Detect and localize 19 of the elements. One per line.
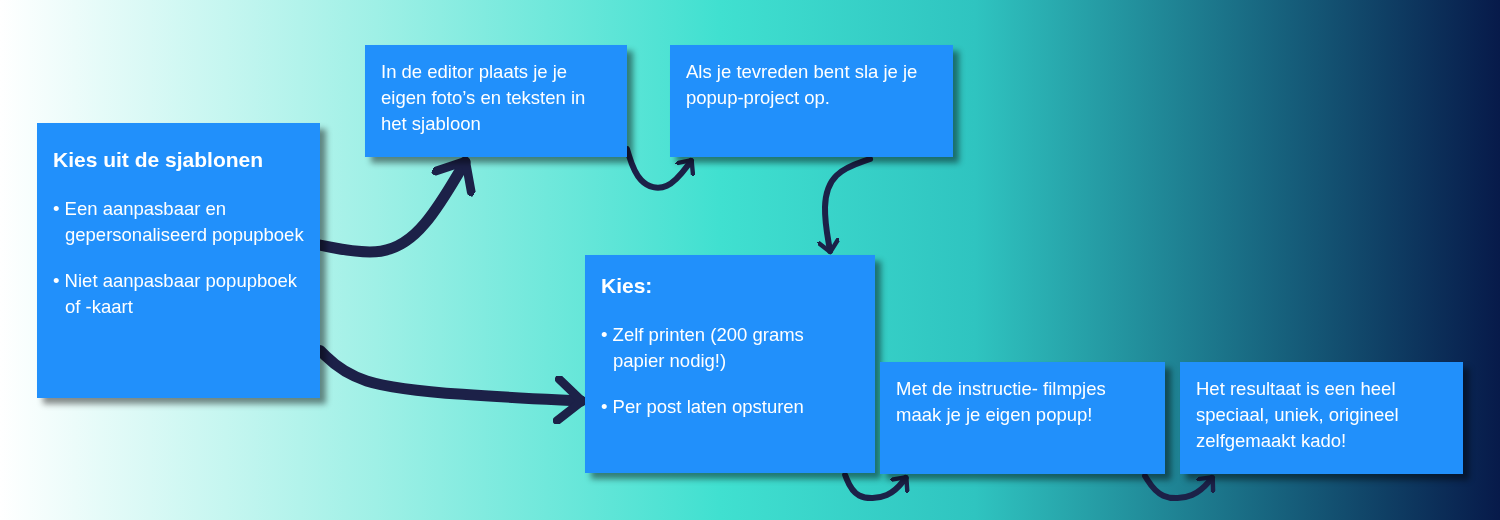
curved-arrow <box>624 146 696 191</box>
step-text: Het resultaat is een heel speciaal, uniek, origineel zelfgemaakt kado! <box>1196 377 1400 453</box>
step-box <box>365 45 627 157</box>
step-text: In de editor plaats je je eigen foto’s en teksten in het sjabloon <box>381 60 587 136</box>
curved-arrow <box>1142 473 1216 502</box>
bullet-item: • Een aanpasbaar en gepersonaliseerd popupboek <box>53 197 304 248</box>
box-heading: Kies uit de sjablonen <box>53 147 265 173</box>
bullet-item: • Per post laten opsturen <box>601 395 805 420</box>
bullet-item: • Niet aanpasbaar popupboek of -kaart <box>53 269 299 320</box>
bullet-item: • Zelf printen (200 grams papier nodig!) <box>601 323 805 374</box>
step-box <box>585 255 875 473</box>
step-box <box>37 123 320 398</box>
step-text: Met de instructie- filmpjes maak je je eigen popup! <box>896 377 1107 427</box>
step-box <box>880 362 1165 474</box>
step-box <box>1180 362 1463 474</box>
step-box <box>670 45 953 157</box>
box-heading: Kies: <box>601 273 654 299</box>
curved-arrow <box>816 156 874 255</box>
step-text: Als je tevreden bent sla je je popup-project op. <box>686 60 919 110</box>
